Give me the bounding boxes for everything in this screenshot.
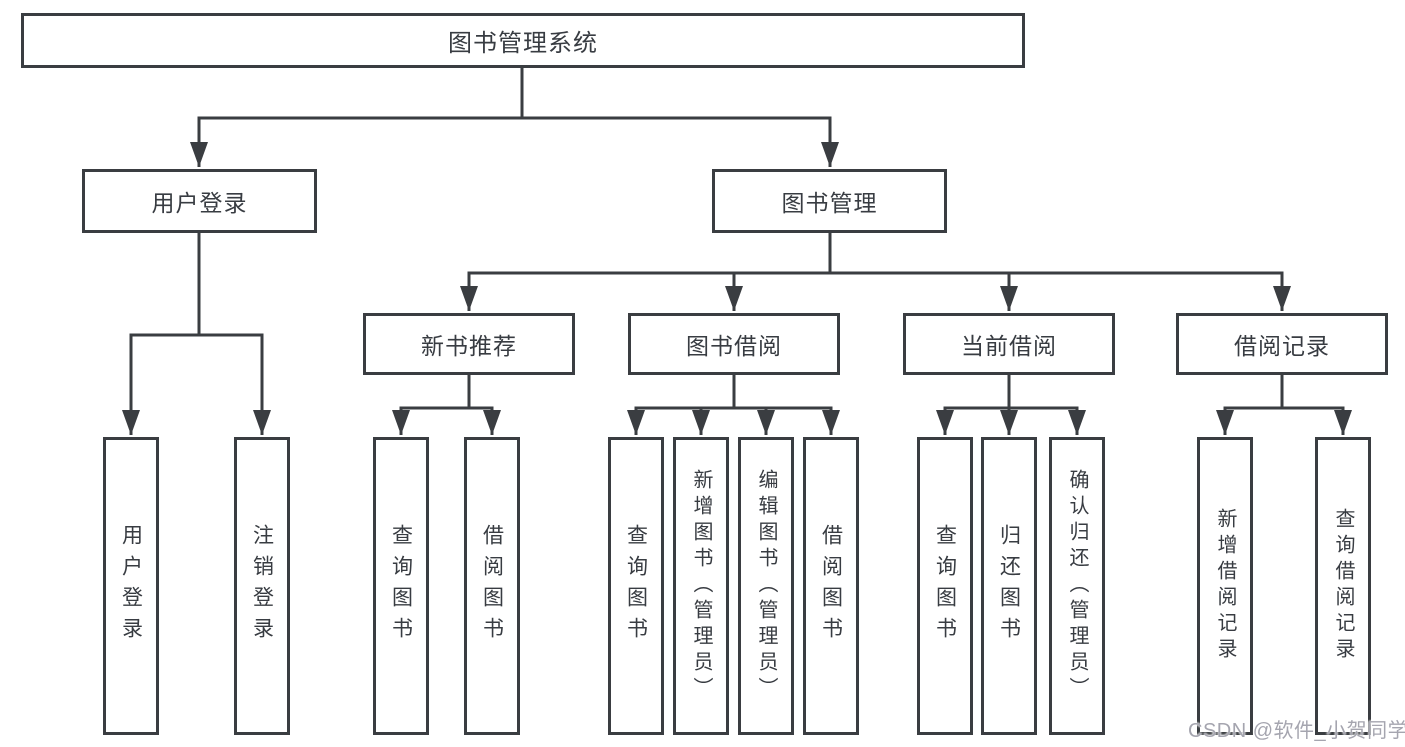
leaf-user-login: 用户登录 xyxy=(103,437,159,735)
node-new-book-recommend: 新书推荐 xyxy=(363,313,575,375)
leaf-label: 新增图书（管理员） xyxy=(690,469,712,703)
node-user-login: 用户登录 xyxy=(82,169,317,233)
leaf-borrowing-edit-books-admin: 编辑图书（管理员） xyxy=(738,437,794,735)
node-label: 当前借阅 xyxy=(961,333,1057,359)
node-label: 新书推荐 xyxy=(421,333,517,359)
watermark: CSDN @软件_小贺同学 xyxy=(1188,720,1405,742)
leaf-label: 查询图书 xyxy=(389,524,413,648)
node-label: 用户登录 xyxy=(151,190,248,216)
arrow-lines xyxy=(122,118,1352,435)
leaf-recommend-query-books: 查询图书 xyxy=(373,437,429,735)
node-label: 借阅记录 xyxy=(1234,333,1330,359)
leaf-label: 注销登录 xyxy=(250,524,274,648)
node-label: 图书管理 xyxy=(781,190,878,216)
tree-connector-path xyxy=(129,66,1345,410)
leaf-label: 新增借阅记录 xyxy=(1214,508,1236,664)
node-borrowing-records: 借阅记录 xyxy=(1176,313,1388,375)
node-current-borrowing: 当前借阅 xyxy=(903,313,1115,375)
leaf-current-return-books: 归还图书 xyxy=(981,437,1037,735)
leaf-borrowing-query-books: 查询图书 xyxy=(608,437,664,735)
node-label: 图书管理系统 xyxy=(448,30,598,57)
leaf-records-query-record: 查询借阅记录 xyxy=(1315,437,1371,735)
node-label: 图书借阅 xyxy=(686,333,782,359)
leaf-records-add-record: 新增借阅记录 xyxy=(1197,437,1253,735)
leaf-recommend-borrow-books: 借阅图书 xyxy=(464,437,520,735)
leaf-label: 编辑图书（管理员） xyxy=(755,469,777,703)
leaf-current-query-books: 查询图书 xyxy=(917,437,973,735)
leaf-borrowing-add-books-admin: 新增图书（管理员） xyxy=(673,437,729,735)
leaf-label: 查询借阅记录 xyxy=(1332,508,1354,664)
node-book-management: 图书管理 xyxy=(712,169,947,233)
leaf-current-confirm-return-admin: 确认归还（管理员） xyxy=(1049,437,1105,735)
leaf-label: 用户登录 xyxy=(119,524,143,648)
leaf-label: 归还图书 xyxy=(997,524,1021,648)
leaf-borrowing-borrow-books: 借阅图书 xyxy=(803,437,859,735)
leaf-label: 确认归还（管理员） xyxy=(1066,469,1088,703)
node-book-borrowing: 图书借阅 xyxy=(628,313,840,375)
leaf-label: 查询图书 xyxy=(624,524,648,648)
leaf-label: 借阅图书 xyxy=(819,524,843,648)
leaf-label: 查询图书 xyxy=(933,524,957,648)
leaf-logout: 注销登录 xyxy=(234,437,290,735)
leaf-label: 借阅图书 xyxy=(480,524,504,648)
node-library-management-system: 图书管理系统 xyxy=(21,13,1025,68)
